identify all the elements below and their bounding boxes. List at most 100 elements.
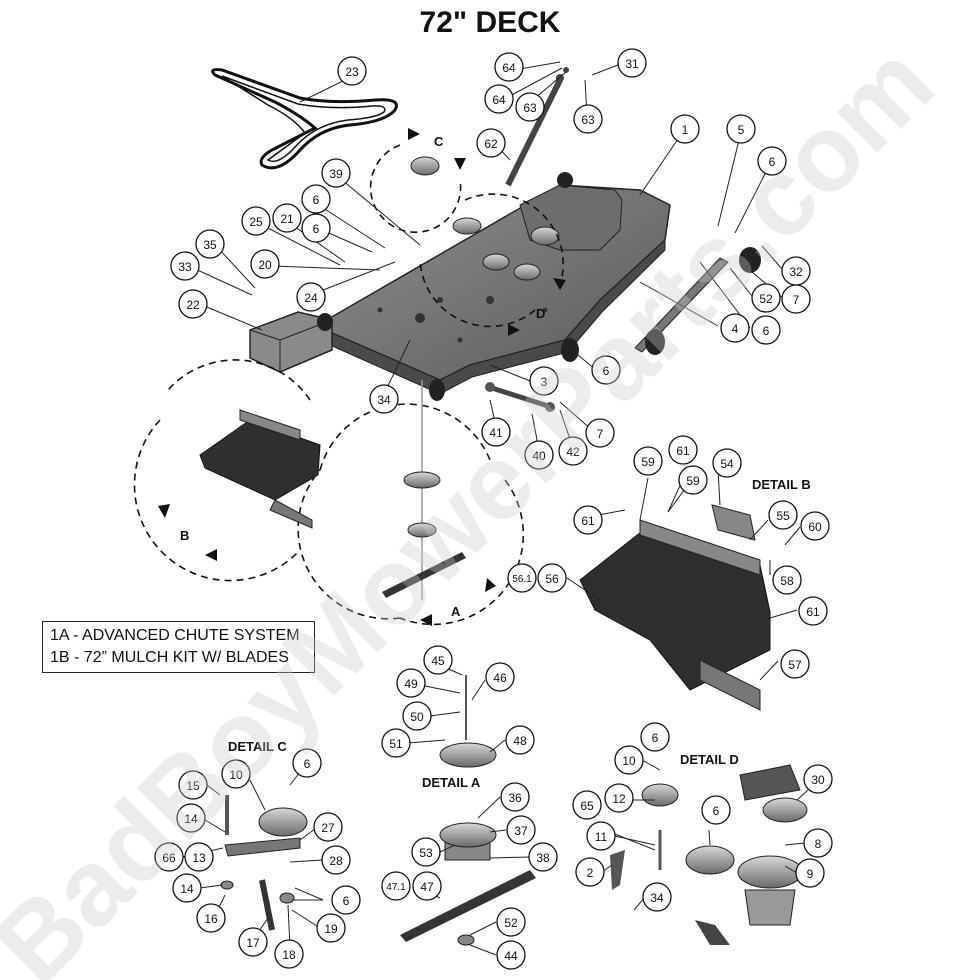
svg-text:50: 50 bbox=[410, 710, 424, 724]
spindle-detail-a bbox=[400, 675, 536, 946]
svg-text:14: 14 bbox=[184, 812, 198, 826]
svg-text:6: 6 bbox=[313, 222, 320, 236]
callout-6: 6 bbox=[301, 184, 331, 214]
callout-60: 60 bbox=[800, 511, 830, 541]
callout-14: 14 bbox=[172, 873, 202, 903]
callout-15: 15 bbox=[178, 770, 208, 800]
svg-text:55: 55 bbox=[776, 509, 790, 523]
svg-text:4: 4 bbox=[732, 322, 739, 336]
detail-c-title: DETAIL C bbox=[228, 739, 287, 754]
callout-47: 47 bbox=[412, 871, 442, 901]
callout-41: 41 bbox=[481, 417, 511, 447]
svg-text:62: 62 bbox=[484, 137, 498, 151]
svg-text:25: 25 bbox=[249, 215, 263, 229]
callout-59: 59 bbox=[678, 465, 708, 495]
callout-38: 38 bbox=[528, 842, 558, 872]
callout-4: 4 bbox=[720, 313, 750, 343]
svg-text:61: 61 bbox=[806, 605, 820, 619]
callout-56-1: 56.1 bbox=[507, 563, 537, 593]
svg-text:7: 7 bbox=[793, 293, 800, 307]
svg-text:52: 52 bbox=[759, 292, 773, 306]
discharge-chute bbox=[249, 311, 333, 373]
callout-31: 31 bbox=[617, 48, 647, 78]
svg-text:60: 60 bbox=[808, 520, 822, 534]
svg-text:16: 16 bbox=[204, 912, 218, 926]
svg-text:22: 22 bbox=[186, 298, 200, 312]
callout-55: 55 bbox=[768, 500, 798, 530]
callout-30: 30 bbox=[803, 764, 833, 794]
callout-54: 54 bbox=[712, 448, 742, 478]
svg-text:11: 11 bbox=[595, 830, 608, 844]
svg-text:6: 6 bbox=[603, 364, 610, 378]
svg-text:6: 6 bbox=[763, 324, 770, 338]
svg-text:59: 59 bbox=[641, 455, 655, 469]
svg-text:9: 9 bbox=[807, 867, 814, 881]
callout-63: 63 bbox=[573, 104, 603, 134]
callout-17: 17 bbox=[238, 927, 268, 957]
callout-7: 7 bbox=[585, 418, 615, 448]
svg-text:53: 53 bbox=[419, 846, 433, 860]
svg-text:40: 40 bbox=[532, 449, 546, 463]
svg-text:6: 6 bbox=[343, 894, 350, 908]
callout-18: 18 bbox=[274, 939, 304, 969]
blade-stack bbox=[382, 380, 466, 600]
view-letter-b: B bbox=[180, 528, 189, 543]
callout-27: 27 bbox=[313, 812, 343, 842]
callout-57: 57 bbox=[780, 649, 810, 679]
callout-13: 13 bbox=[184, 842, 214, 872]
svg-text:14: 14 bbox=[180, 882, 194, 896]
diagram-title: 72" DECK bbox=[419, 6, 561, 39]
view-letter-a: A bbox=[451, 604, 461, 619]
detail-titles: DETAIL B DETAIL C DETAIL A DETAIL D bbox=[228, 477, 811, 790]
callout-63: 63 bbox=[515, 92, 545, 122]
callout-6: 6 bbox=[292, 748, 322, 778]
callout-5: 5 bbox=[726, 114, 756, 144]
svg-text:61: 61 bbox=[676, 444, 690, 458]
callout-44: 44 bbox=[496, 940, 526, 970]
svg-text:57: 57 bbox=[788, 658, 802, 672]
deck-shell bbox=[329, 184, 671, 395]
svg-text:17: 17 bbox=[246, 936, 260, 950]
callout-61: 61 bbox=[573, 505, 603, 535]
callout-61: 61 bbox=[798, 596, 828, 626]
svg-text:2: 2 bbox=[587, 866, 594, 880]
callout-24: 24 bbox=[296, 282, 326, 312]
callout-37: 37 bbox=[506, 815, 536, 845]
svg-text:48: 48 bbox=[513, 734, 527, 748]
callout-33: 33 bbox=[170, 251, 200, 281]
callout-50: 50 bbox=[402, 701, 432, 731]
callout-39: 39 bbox=[321, 158, 351, 188]
svg-text:41: 41 bbox=[489, 426, 503, 440]
callout-12: 12 bbox=[604, 783, 634, 813]
callout-56: 56 bbox=[537, 563, 567, 593]
svg-text:27: 27 bbox=[321, 821, 335, 835]
svg-text:6: 6 bbox=[304, 757, 311, 771]
callout-34: 34 bbox=[642, 882, 672, 912]
kit-notes-box: 1A - ADVANCED CHUTE SYSTEM 1B - 72” MULC… bbox=[42, 621, 315, 673]
svg-text:44: 44 bbox=[504, 949, 518, 963]
callout-20: 20 bbox=[250, 249, 280, 279]
callout-62: 62 bbox=[476, 128, 506, 158]
svg-text:45: 45 bbox=[431, 654, 445, 668]
callout-6: 6 bbox=[701, 795, 731, 825]
callout-6: 6 bbox=[757, 146, 787, 176]
note-line: 1A - ADVANCED CHUTE SYSTEM bbox=[50, 627, 300, 644]
view-letter-c: C bbox=[434, 134, 444, 149]
svg-text:56.1: 56.1 bbox=[512, 574, 532, 585]
callout-25: 25 bbox=[241, 206, 271, 236]
callout-46: 46 bbox=[485, 662, 515, 692]
callout-10: 10 bbox=[221, 759, 251, 789]
callout-9: 9 bbox=[795, 858, 825, 888]
svg-text:6: 6 bbox=[313, 193, 320, 207]
svg-text:33: 33 bbox=[178, 260, 192, 274]
callout-21: 21 bbox=[272, 203, 302, 233]
callout-22: 22 bbox=[178, 289, 208, 319]
svg-text:52: 52 bbox=[504, 916, 518, 930]
svg-text:49: 49 bbox=[404, 677, 418, 691]
callout-2: 2 bbox=[575, 857, 605, 887]
note-line: 1B - 72” MULCH KIT W/ BLADES bbox=[50, 649, 289, 666]
detail-circles bbox=[133, 144, 565, 626]
svg-text:66: 66 bbox=[162, 851, 176, 865]
callout-14: 14 bbox=[176, 803, 206, 833]
